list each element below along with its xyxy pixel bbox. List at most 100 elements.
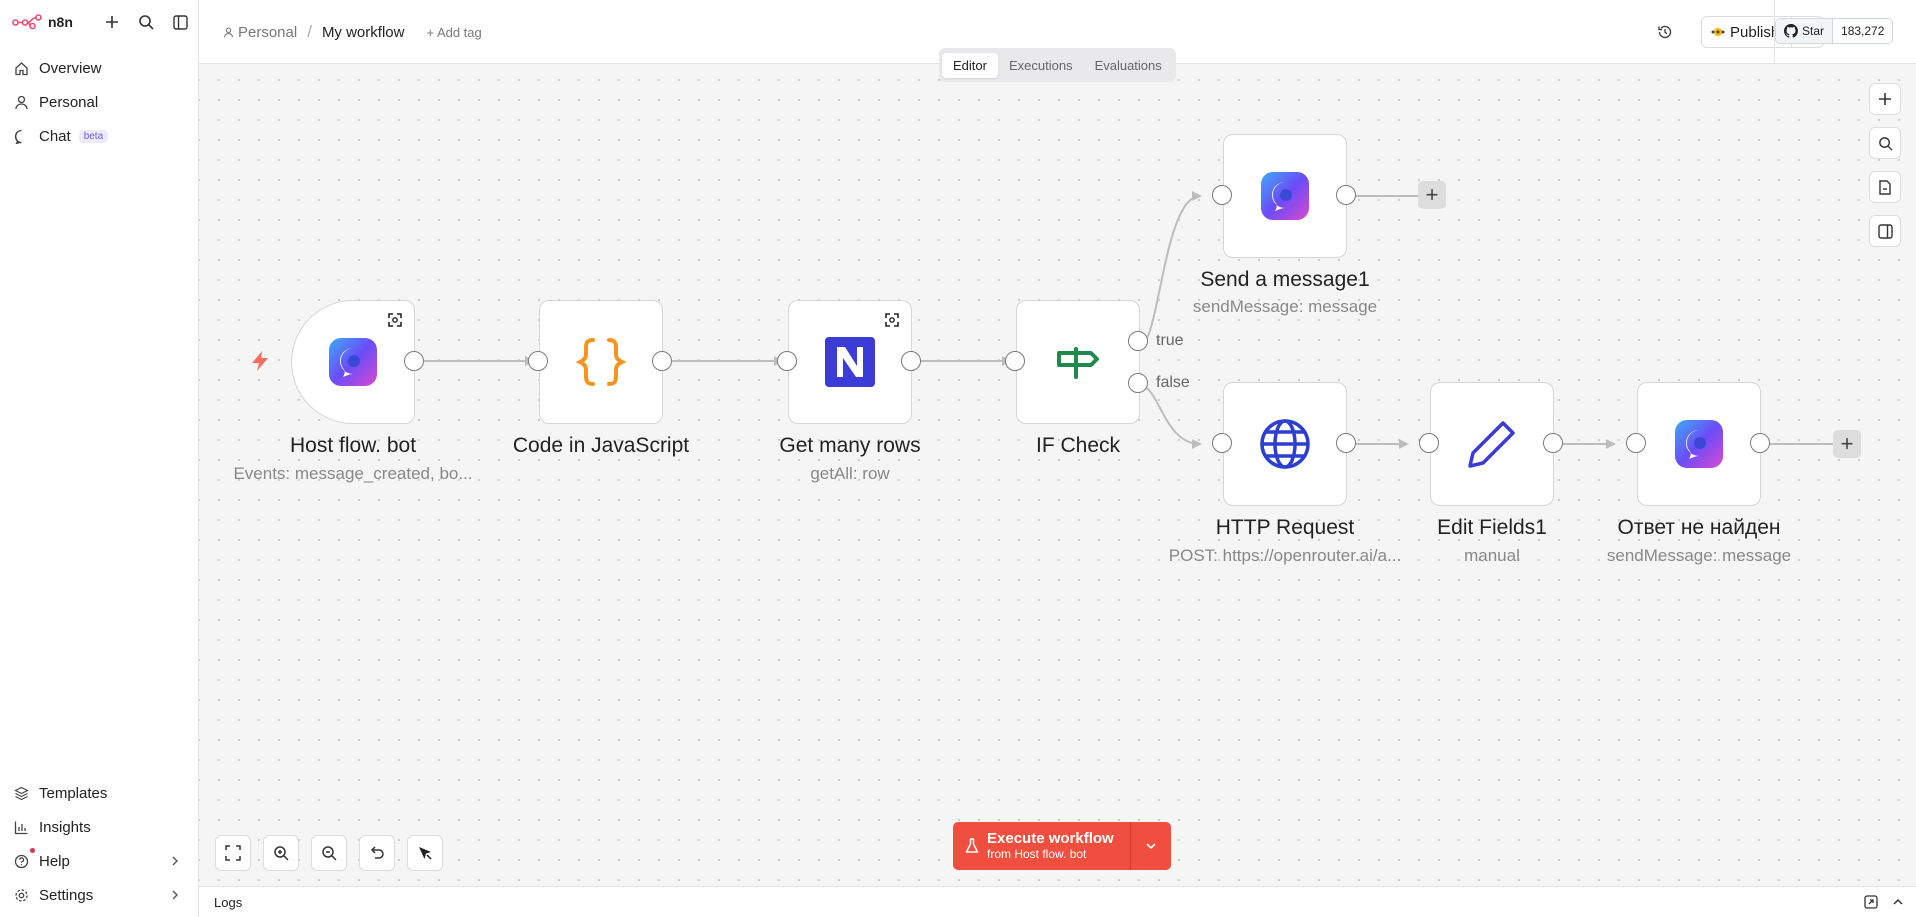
add-tag-button[interactable]: + Add tag	[426, 24, 482, 40]
sidebar-item-chat[interactable]: Chat beta	[8, 119, 190, 153]
search-nodes-icon[interactable]	[1869, 127, 1901, 159]
chat-bubble-icon	[1261, 172, 1309, 220]
tab-evaluations[interactable]: Evaluations	[1094, 57, 1162, 73]
search-icon[interactable]	[136, 12, 156, 32]
workflow-name[interactable]: My workflow	[321, 23, 405, 41]
add-node-icon[interactable]	[1869, 83, 1901, 115]
chevron-up-icon[interactable]	[1892, 895, 1904, 909]
input-port[interactable]	[777, 351, 797, 371]
popout-icon[interactable]	[1864, 895, 1878, 909]
home-icon	[15, 61, 28, 75]
history-icon[interactable]	[1655, 22, 1675, 42]
input-port[interactable]	[1419, 433, 1439, 453]
expand-icon[interactable]	[388, 313, 402, 327]
more-options-icon[interactable]	[1708, 22, 1728, 42]
github-star-count[interactable]: 183,272	[1833, 19, 1893, 43]
add-node-button[interactable]: +	[1833, 430, 1861, 458]
logs-bar[interactable]: Logs	[199, 886, 1916, 917]
sidebar-item-overview[interactable]: Overview	[8, 51, 190, 85]
output-port[interactable]	[1336, 185, 1356, 205]
app-name: n8n	[48, 14, 73, 30]
add-icon[interactable]	[102, 12, 122, 32]
notion-n-icon	[825, 337, 875, 387]
node-edit-fields[interactable]	[1430, 382, 1554, 506]
branch-label-false: false	[1156, 374, 1190, 391]
output-port[interactable]	[1750, 433, 1770, 453]
output-port[interactable]	[901, 351, 921, 371]
node-title: HTTP Request	[1215, 516, 1355, 539]
sidebar-item-templates[interactable]: Templates	[8, 776, 190, 810]
code-braces-icon	[575, 338, 627, 386]
node-title: Ответ не найден	[1617, 516, 1781, 539]
logo-row: n8n	[12, 8, 190, 36]
node-subtitle: POST: https://openrouter.ai/a...	[1168, 546, 1402, 565]
breadcrumb-separator: /	[307, 22, 312, 41]
sidebar-item-settings[interactable]: Settings	[8, 878, 190, 912]
n8n-logo-icon[interactable]	[12, 14, 42, 30]
github-star-button[interactable]: Star	[1776, 19, 1834, 43]
chat-bubble-icon	[329, 338, 377, 386]
output-port[interactable]	[1336, 433, 1356, 453]
zoom-in-icon[interactable]	[263, 835, 299, 871]
signpost-icon	[1057, 347, 1099, 379]
github-star-widget[interactable]: Star 183,272	[1775, 18, 1894, 44]
node-get-many-rows[interactable]	[788, 300, 912, 424]
node-host-flow-bot[interactable]	[291, 300, 415, 424]
node-answer-not-found[interactable]	[1637, 382, 1761, 506]
execute-workflow-button[interactable]: Execute workflow from Host flow. bot	[953, 822, 1131, 870]
pointer-select-icon[interactable]	[407, 835, 443, 871]
tab-executions[interactable]: Executions	[1008, 57, 1073, 73]
toggle-panel-icon[interactable]	[1869, 215, 1901, 247]
output-port[interactable]	[404, 351, 424, 371]
input-port[interactable]	[1626, 433, 1646, 453]
github-icon	[1784, 24, 1798, 38]
sidebar-item-label: Insights	[39, 818, 91, 836]
workflow-canvas[interactable]: Host flow. bot Events: message_created, …	[199, 64, 1916, 886]
input-port[interactable]	[528, 351, 548, 371]
sidebar-nav: Overview Personal Chat beta	[8, 51, 190, 153]
sidebar-item-label: Personal	[39, 93, 99, 111]
chevron-right-icon	[172, 890, 178, 900]
execute-label: Execute workflow	[987, 830, 1114, 848]
add-node-button[interactable]: +	[1418, 181, 1446, 209]
sticky-note-icon[interactable]	[1869, 171, 1901, 203]
help-icon	[14, 854, 29, 868]
node-subtitle: sendMessage: message	[1192, 297, 1378, 316]
input-port[interactable]	[1212, 433, 1232, 453]
input-port[interactable]	[1212, 185, 1232, 205]
github-star-label: Star	[1802, 24, 1825, 38]
input-port[interactable]	[1005, 351, 1025, 371]
branch-label-true: true	[1156, 332, 1184, 349]
user-icon	[15, 95, 28, 109]
output-port-false[interactable]	[1128, 373, 1148, 393]
sidebar-item-insights[interactable]: Insights	[8, 810, 190, 844]
execute-dropdown-button[interactable]	[1130, 822, 1171, 870]
chat-bubble-icon	[1675, 420, 1723, 468]
output-port[interactable]	[1543, 433, 1563, 453]
view-tabs: Editor Executions Evaluations	[939, 48, 1176, 82]
output-port-true[interactable]	[1128, 331, 1148, 351]
fit-view-icon[interactable]	[215, 835, 251, 871]
undo-icon[interactable]	[359, 835, 395, 871]
chat-icon	[14, 129, 22, 144]
expand-icon[interactable]	[885, 313, 899, 327]
node-code-javascript[interactable]	[539, 300, 663, 424]
node-http-request[interactable]	[1223, 382, 1347, 506]
beta-badge: beta	[78, 129, 109, 143]
node-send-a-message[interactable]	[1223, 134, 1347, 258]
breadcrumb-project[interactable]: Personal	[223, 24, 297, 41]
zoom-out-icon[interactable]	[311, 835, 347, 871]
logs-label: Logs	[214, 894, 243, 910]
node-title: Code in JavaScript	[512, 434, 690, 457]
canvas-zoom-tools	[215, 835, 443, 871]
tab-editor[interactable]: Editor	[942, 52, 998, 78]
notification-dot	[30, 848, 35, 853]
node-if-check[interactable]	[1016, 300, 1140, 424]
collapse-sidebar-icon[interactable]	[170, 12, 190, 32]
node-subtitle: Events: message_created, bo...	[233, 464, 473, 483]
sidebar-item-personal[interactable]: Personal	[8, 85, 190, 119]
sidebar-item-help[interactable]: Help	[8, 844, 190, 878]
output-port[interactable]	[652, 351, 672, 371]
sidebar-item-label: Help	[39, 852, 70, 870]
sidebar-item-label: Templates	[39, 784, 108, 802]
